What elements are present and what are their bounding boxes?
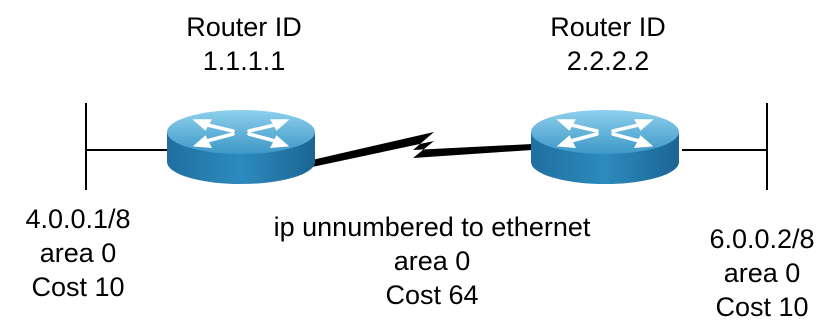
router-icon — [531, 110, 679, 184]
right-ethernet-segment — [682, 103, 768, 190]
left-segment-cost: Cost 10 — [31, 272, 125, 302]
right-segment-area: area 0 — [723, 258, 801, 288]
left-segment-address: 4.0.0.1/8 — [25, 204, 131, 234]
serial-lightning-icon — [312, 132, 532, 167]
right-segment-address: 6.0.0.2/8 — [709, 224, 815, 254]
left-segment-label: 4.0.0.1/8 area 0 Cost 10 — [25, 202, 130, 304]
left-ethernet-segment — [85, 103, 168, 190]
serial-link-label: ip unnumbered to ethernet area 0 Cost 64 — [274, 210, 591, 312]
serial-link-cost: Cost 64 — [385, 280, 479, 310]
router-1-name: Router ID — [186, 12, 302, 42]
right-segment-cost: Cost 10 — [715, 292, 809, 322]
right-segment-label: 6.0.0.2/8 area 0 Cost 10 — [709, 222, 814, 324]
serial-link-description: ip unnumbered to ethernet — [273, 212, 591, 242]
left-segment-area: area 0 — [39, 238, 117, 268]
router-1-label: Router ID 1.1.1.1 — [186, 10, 302, 78]
router-1-id: 1.1.1.1 — [202, 46, 286, 76]
router-2-name: Router ID — [550, 12, 666, 42]
router-icon — [167, 110, 315, 184]
serial-link-area: area 0 — [393, 246, 471, 276]
router-2-id: 2.2.2.2 — [566, 46, 650, 76]
router-2-label: Router ID 2.2.2.2 — [550, 10, 666, 78]
